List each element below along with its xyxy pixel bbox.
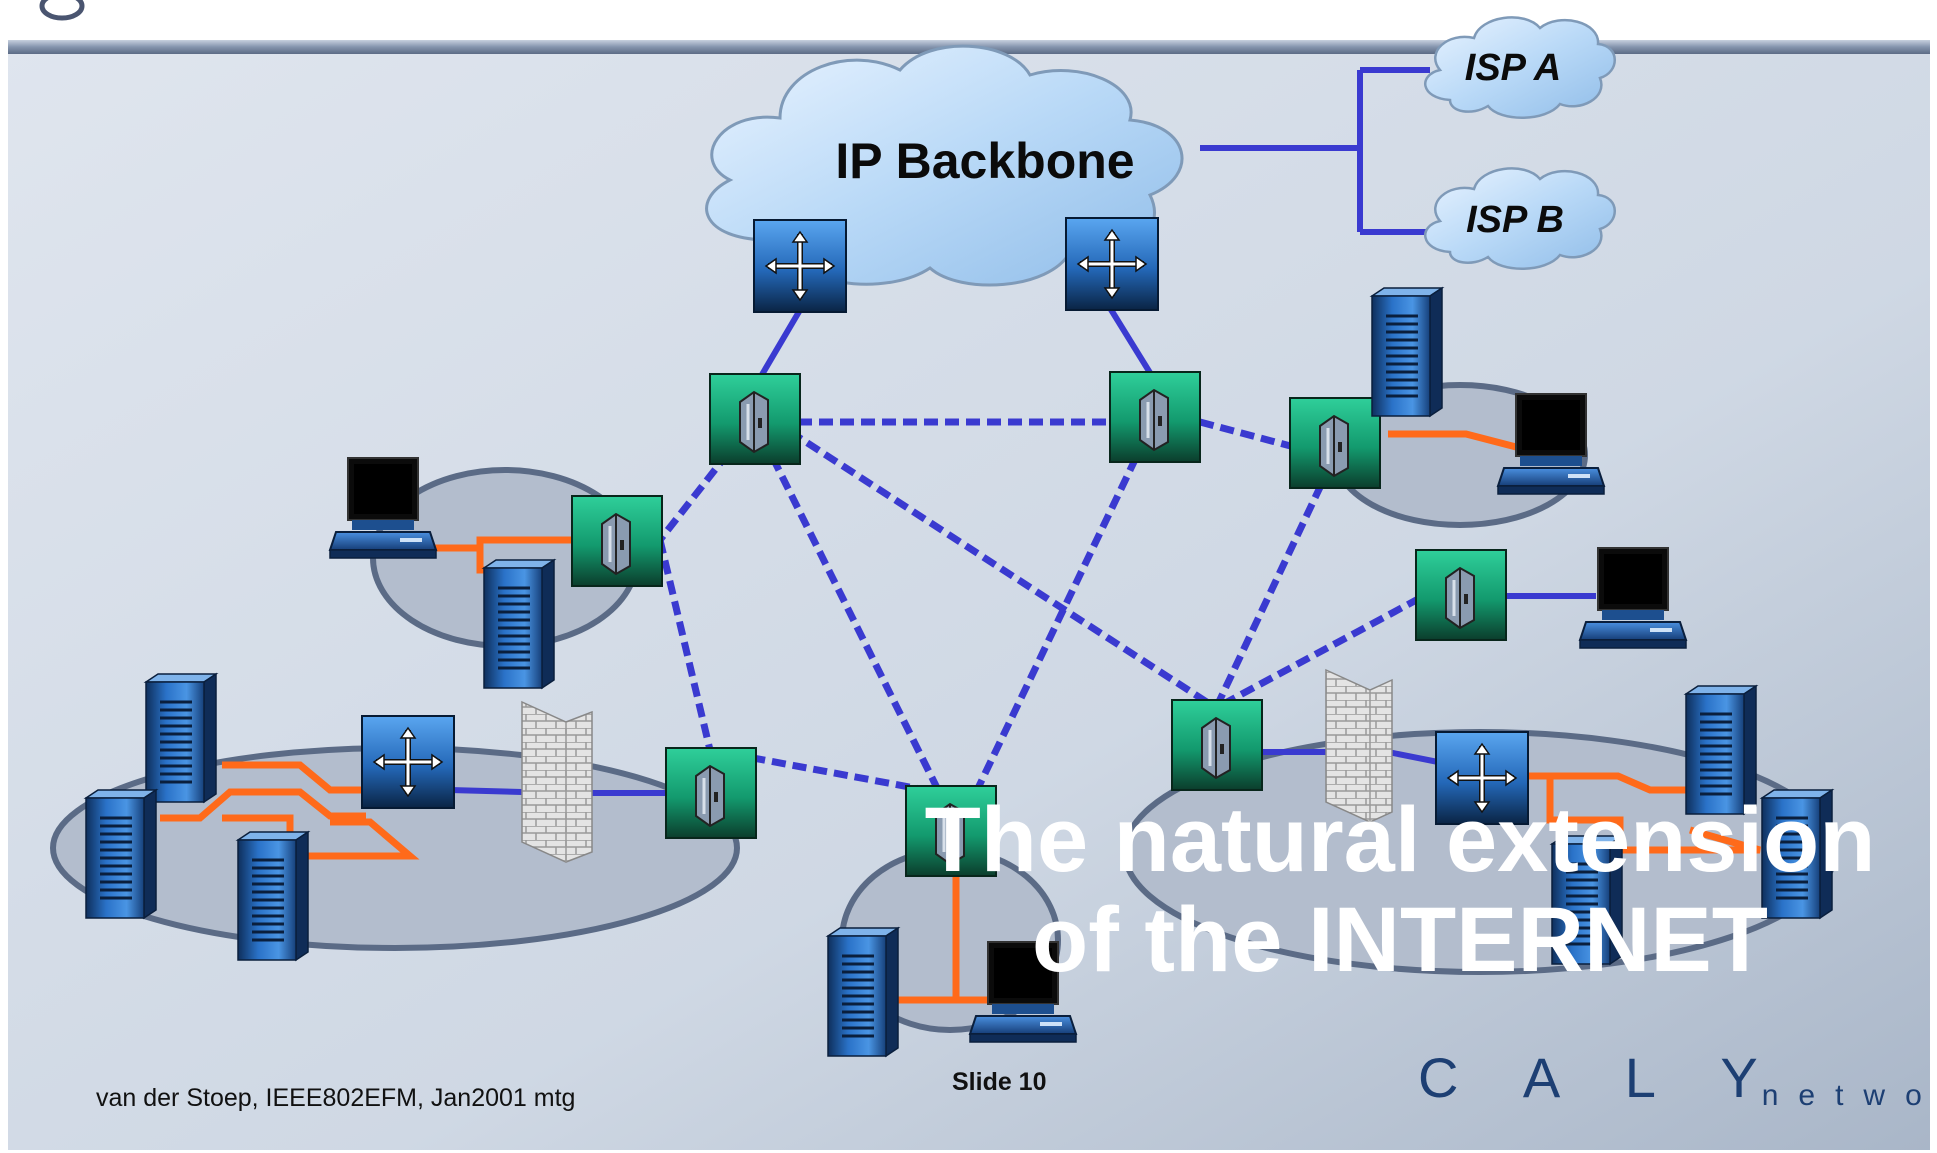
router-icon — [362, 716, 454, 808]
headline-line-1: The natural extension — [924, 789, 1876, 891]
switch-icon — [1414, 548, 1508, 642]
router-icon — [754, 220, 846, 312]
server-icon — [84, 788, 158, 920]
ip-backbone-label: IP Backbone — [835, 133, 1134, 189]
headline-line-2: of the INTERNET — [1032, 889, 1768, 991]
brand-logo: C A L Ynetworks — [1418, 1045, 1937, 1112]
switch-icon — [1170, 698, 1264, 792]
server-icon — [482, 558, 556, 690]
server-icon — [826, 926, 900, 1058]
server-icon — [236, 830, 310, 962]
brand-sub: networks — [1761, 1079, 1937, 1112]
switch-icon — [570, 494, 664, 588]
router-icon — [1066, 218, 1158, 310]
isp-a-cloud-icon: ISP A — [1424, 16, 1616, 119]
switch-icon — [664, 746, 758, 840]
footer-author: van der Stoep, IEEE802EFM, Jan2001 mtg — [96, 1084, 576, 1112]
switch-icon — [1108, 370, 1202, 464]
isp-b-label: ISP B — [1466, 199, 1564, 241]
firewall-icon — [521, 700, 593, 863]
headline: The natural extension of the INTERNET — [900, 790, 1900, 990]
firewall-icon — [1325, 668, 1393, 823]
corner-logo-icon — [39, 0, 85, 21]
isp-a-label: ISP A — [1465, 47, 1561, 89]
isp-b-cloud-icon: ISP B — [1424, 167, 1616, 270]
slide-number: Slide 10 — [952, 1068, 1047, 1096]
switch-icon — [708, 372, 802, 466]
lan-links — [160, 430, 1761, 1004]
server-icon — [1370, 286, 1444, 418]
brand-main: C A L Y — [1418, 1046, 1784, 1109]
server-icon — [144, 672, 218, 804]
switch-icon — [1288, 396, 1382, 490]
